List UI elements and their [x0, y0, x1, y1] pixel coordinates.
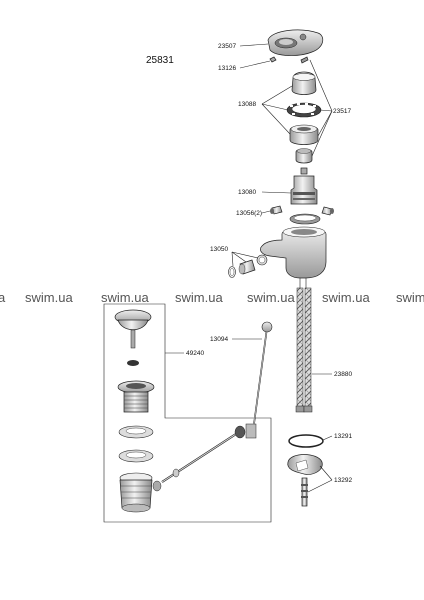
label-13126: 13126	[218, 65, 236, 72]
plug-gasket-part	[127, 360, 139, 366]
fixing-stud-part	[301, 477, 308, 507]
pivot-rod-part	[161, 423, 257, 483]
fixing-plate-part	[287, 454, 323, 475]
label-13056: 13056(2)	[236, 210, 262, 217]
flange-gasket-2-part	[118, 449, 154, 463]
watermark-text: swim.ua	[247, 290, 295, 305]
handle-lever-part	[267, 29, 324, 56]
cartridge-nut-part	[295, 148, 313, 164]
label-23507: 23507	[218, 43, 236, 50]
lever-pin-part	[300, 56, 309, 64]
watermark-text: swim.ua	[25, 290, 73, 305]
washer-part	[288, 434, 324, 448]
label-49240: 49240	[186, 350, 204, 357]
inlet-insert-right-part	[321, 206, 334, 216]
watermark-text: a	[0, 290, 6, 305]
cap-collar-part	[289, 124, 319, 145]
set-screw-part	[269, 56, 277, 63]
flexible-hose-left	[295, 287, 305, 413]
watermark-text: swim.ua	[101, 290, 149, 305]
watermark-text: swim	[396, 290, 424, 305]
label-23517: 23517	[333, 108, 351, 115]
label-13088: 13088	[238, 101, 256, 108]
popup-waste-kit-box	[103, 303, 272, 523]
lift-rod-part	[253, 321, 273, 425]
drain-body-part	[119, 472, 162, 513]
model-number: 25831	[146, 55, 174, 66]
cartridge-part	[290, 167, 318, 205]
toothed-ring-part	[286, 102, 322, 118]
popup-plug-part	[114, 309, 152, 349]
flexible-hose-right	[303, 287, 313, 413]
seat-ring-part	[289, 213, 321, 225]
label-13080: 13080	[238, 189, 256, 196]
drain-flange-part	[117, 380, 155, 413]
watermark-text: swim.ua	[322, 290, 370, 305]
aerator-part-2	[238, 259, 256, 275]
label-13291: 13291	[334, 433, 352, 440]
label-13292: 13292	[334, 477, 352, 484]
flange-gasket-1-part	[118, 425, 154, 439]
watermark-row: a swim.ua swim.ua swim.ua swim.ua swim.u…	[0, 290, 424, 305]
aerator-part-3	[228, 266, 236, 278]
faucet-body-part	[260, 226, 327, 290]
label-13050: 13050	[210, 246, 228, 253]
label-13094: 13094	[210, 336, 228, 343]
watermark-text: swim.ua	[175, 290, 223, 305]
cap-dome-part	[291, 71, 317, 95]
inlet-insert-left-part	[270, 205, 283, 215]
label-23880: 23880	[334, 371, 352, 378]
aerator-part-1	[256, 254, 268, 266]
